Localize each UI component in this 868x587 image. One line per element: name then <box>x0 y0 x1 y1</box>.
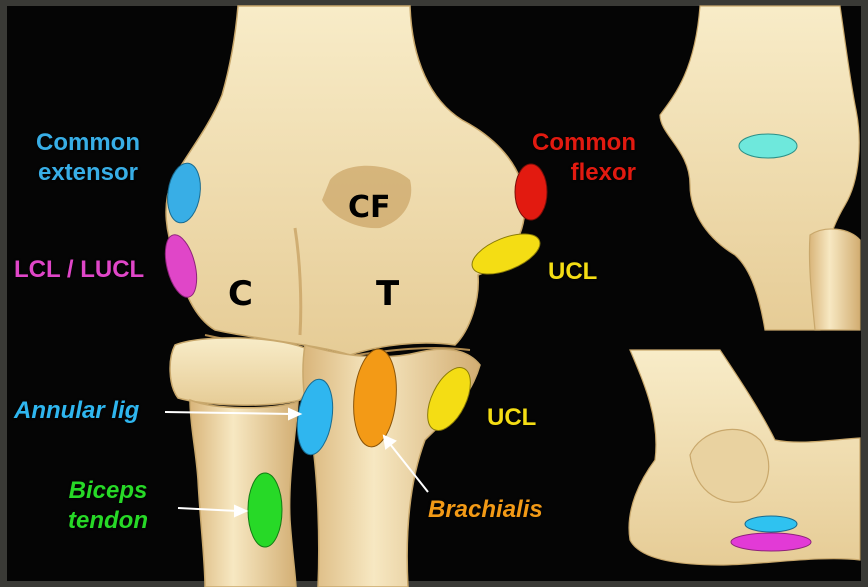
inset-bottom-magenta-marker <box>731 533 811 551</box>
annular-lig-label: Annular lig <box>14 397 139 425</box>
common-flexor-label: Common flexor <box>514 128 636 188</box>
biceps-tendon-marker <box>248 473 282 547</box>
capitellum-label: C <box>228 274 253 314</box>
inset-bottom-cyan-marker <box>745 516 797 532</box>
common-flexor-label-line2: flexor <box>514 158 636 188</box>
radius-head <box>170 338 309 405</box>
biceps-tendon-label-line2: tendon <box>48 506 168 536</box>
biceps-tendon-label: Biceps tendon <box>48 476 168 536</box>
common-extensor-label-line2: extensor <box>27 158 149 188</box>
coronoid-fossa-label: CF <box>348 190 391 225</box>
inset-top-cyan-marker <box>739 134 797 158</box>
inset-top-forearm-bone <box>809 229 860 330</box>
brachialis-label: Brachialis <box>428 496 543 524</box>
lcl-lucl-label: LCL / LUCL <box>14 256 144 284</box>
trochlea-label: T <box>376 274 399 314</box>
ucl-lower-label: UCL <box>487 404 536 432</box>
biceps-tendon-label-line1: Biceps <box>48 476 168 506</box>
common-extensor-label-line1: Common <box>27 128 149 158</box>
common-flexor-label-line1: Common <box>514 128 636 158</box>
radius-shaft <box>190 400 298 587</box>
ucl-upper-label: UCL <box>548 258 597 286</box>
common-extensor-label: Common extensor <box>27 128 149 188</box>
